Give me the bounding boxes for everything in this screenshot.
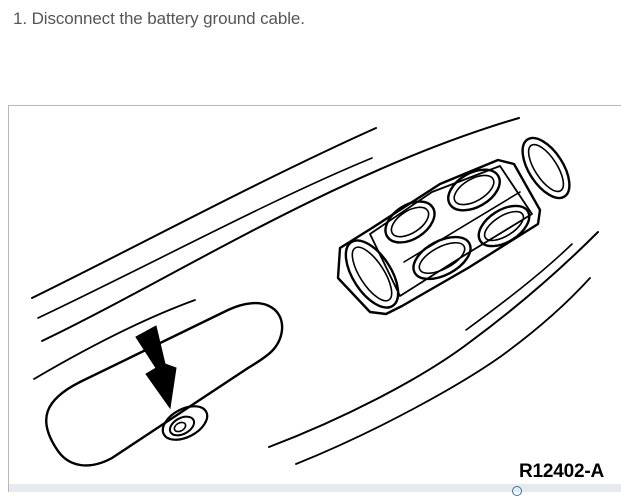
contour-line-2 [37,157,373,319]
contour-line-3 [41,117,520,342]
figure-id-label: R12402-A [519,461,605,482]
lock-switch [344,239,400,309]
switch-bezel-outer [336,158,542,316]
contour-line-1 [31,127,377,299]
screw-head [168,415,196,437]
window-switch-front-left [384,200,436,244]
contour-line-5 [268,231,599,448]
down-arrow-icon [135,325,177,410]
switch-bezel-inner [369,165,533,297]
door-handle-recess [45,301,284,467]
window-switch-rear-left-inner [418,241,466,275]
lock-switch-inner [351,246,393,302]
window-switch-rear-left [412,235,472,281]
contour-line-7 [465,243,573,331]
zoom-icon[interactable] [512,486,522,496]
window-switch-rear-right [477,204,531,248]
window-switch-front-right-inner [453,174,495,206]
contour-line-4 [33,299,196,380]
screw-hole [173,421,187,433]
window-switch-front-right [447,168,501,212]
mirror-switch [521,136,571,200]
window-switch-front-left-inner [390,206,430,238]
window-switch-rear-right-inner [483,210,525,242]
contour-line-6 [295,277,591,465]
figure-caption-bar [9,484,621,492]
mirror-switch-inner [527,143,565,193]
screw-boss [161,405,209,441]
step-instruction: 1. Disconnect the battery ground cable. [13,9,305,28]
